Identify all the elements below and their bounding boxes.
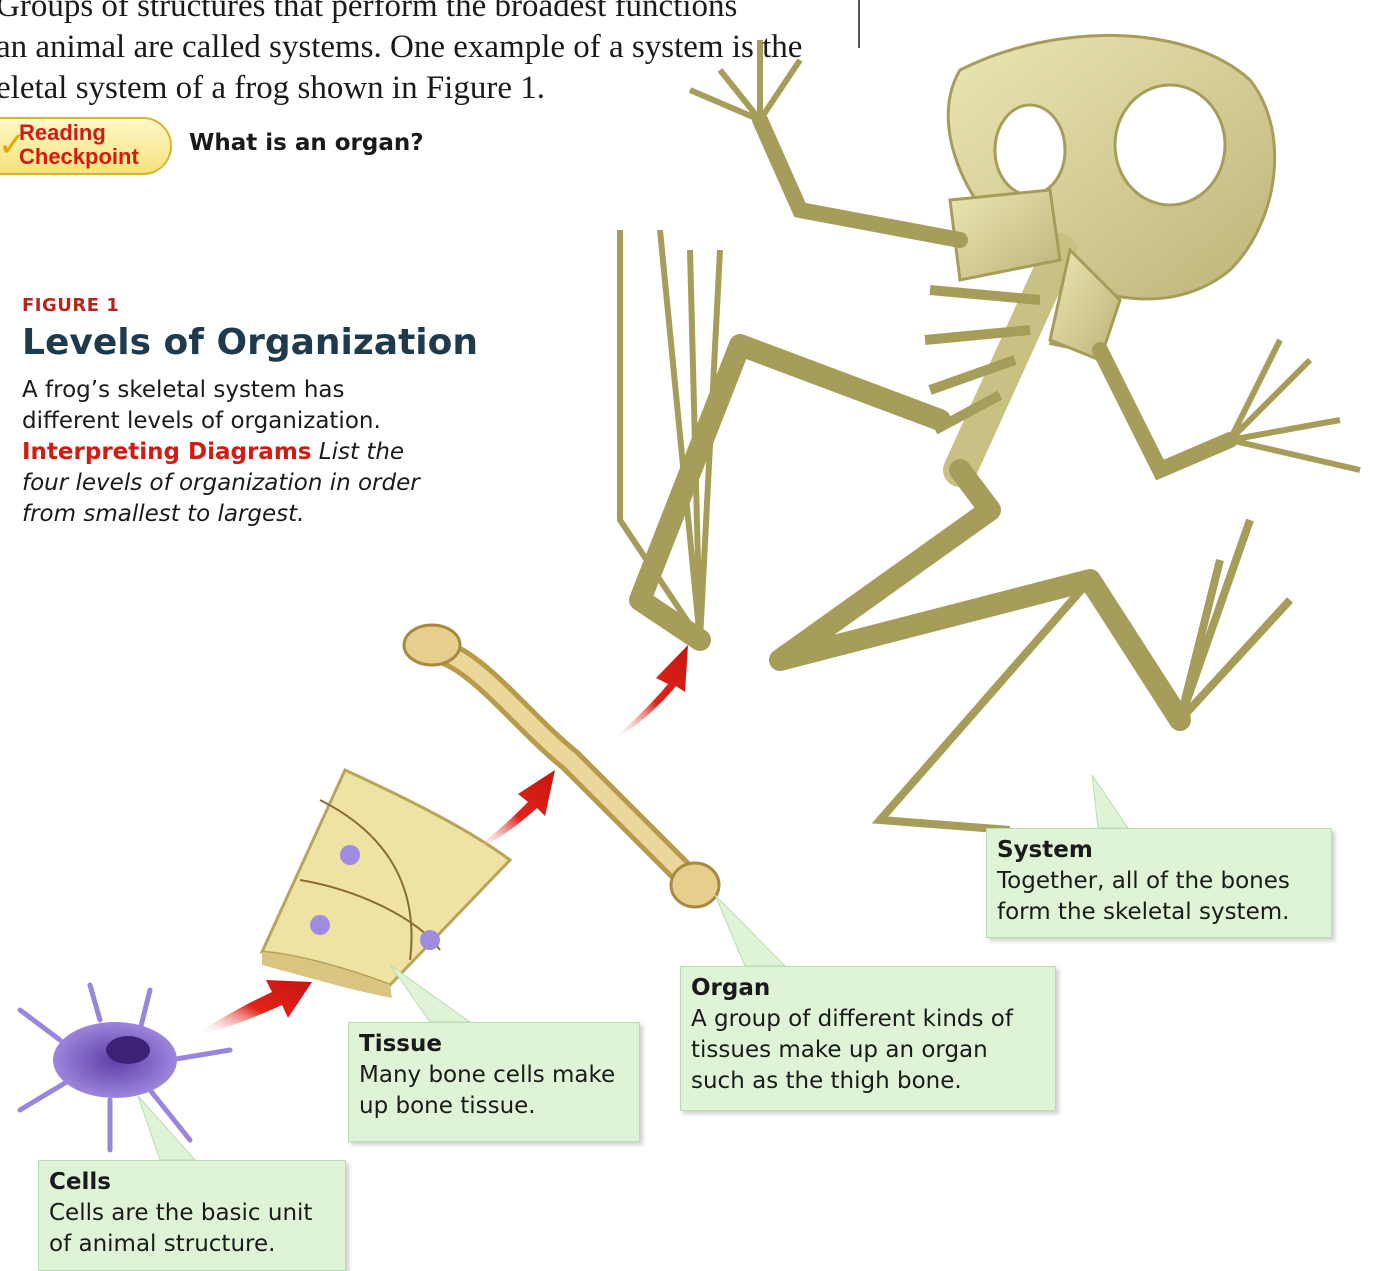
system-callout: System Together, all of the bones form t… — [986, 828, 1332, 938]
arrow-cell-to-tissue — [195, 980, 312, 1035]
figure-title: Levels of Organization — [22, 322, 478, 363]
cells-text: Cells are the basic unit of animal struc… — [49, 1200, 312, 1257]
cells-callout: Cells Cells are the basic unit of animal… — [38, 1160, 346, 1271]
column-divider — [858, 0, 860, 48]
intro-line-1: Groups of structures that perform the br… — [0, 0, 848, 27]
bone-tissue — [262, 770, 510, 998]
reading-checkpoint-label-1: Reading — [19, 122, 106, 144]
reading-checkpoint-label-2: Checkpoint — [19, 146, 139, 168]
intro-paragraph: Groups of structures that perform the br… — [0, 0, 848, 109]
tissue-title: Tissue — [359, 1029, 629, 1060]
tissue-text: Many bone cells make up bone tissue. — [359, 1062, 615, 1119]
cells-title: Cells — [49, 1167, 335, 1198]
organ-title: Organ — [691, 973, 1045, 1004]
tissue-callout: Tissue Many bone cells make up bone tiss… — [348, 1022, 640, 1142]
arrow-tissue-to-organ — [470, 770, 555, 852]
bone-cell — [20, 985, 230, 1150]
reading-checkpoint-question: What is an organ? — [189, 130, 424, 156]
figure-caption: A frog’s skeletal system has different l… — [22, 375, 432, 530]
intro-line-2: an animal are called systems. One exampl… — [0, 27, 848, 68]
interpreting-diagrams-label: Interpreting Diagrams — [22, 439, 311, 465]
organ-text: A group of different kinds of tissues ma… — [691, 1006, 1013, 1094]
caption-text: A frog’s skeletal system has different l… — [22, 377, 381, 434]
figure-label: FIGURE 1 — [22, 295, 119, 316]
system-text: Together, all of the bones form the skel… — [997, 868, 1290, 925]
reading-checkpoint-badge: ✓ Reading Checkpoint — [0, 117, 172, 175]
system-title: System — [997, 835, 1321, 866]
arrow-organ-to-system — [610, 645, 688, 742]
organ-callout: Organ A group of different kinds of tiss… — [680, 966, 1056, 1111]
intro-line-3: eletal system of a frog shown in Figure … — [0, 68, 848, 109]
frog-skeleton — [620, 35, 1360, 830]
